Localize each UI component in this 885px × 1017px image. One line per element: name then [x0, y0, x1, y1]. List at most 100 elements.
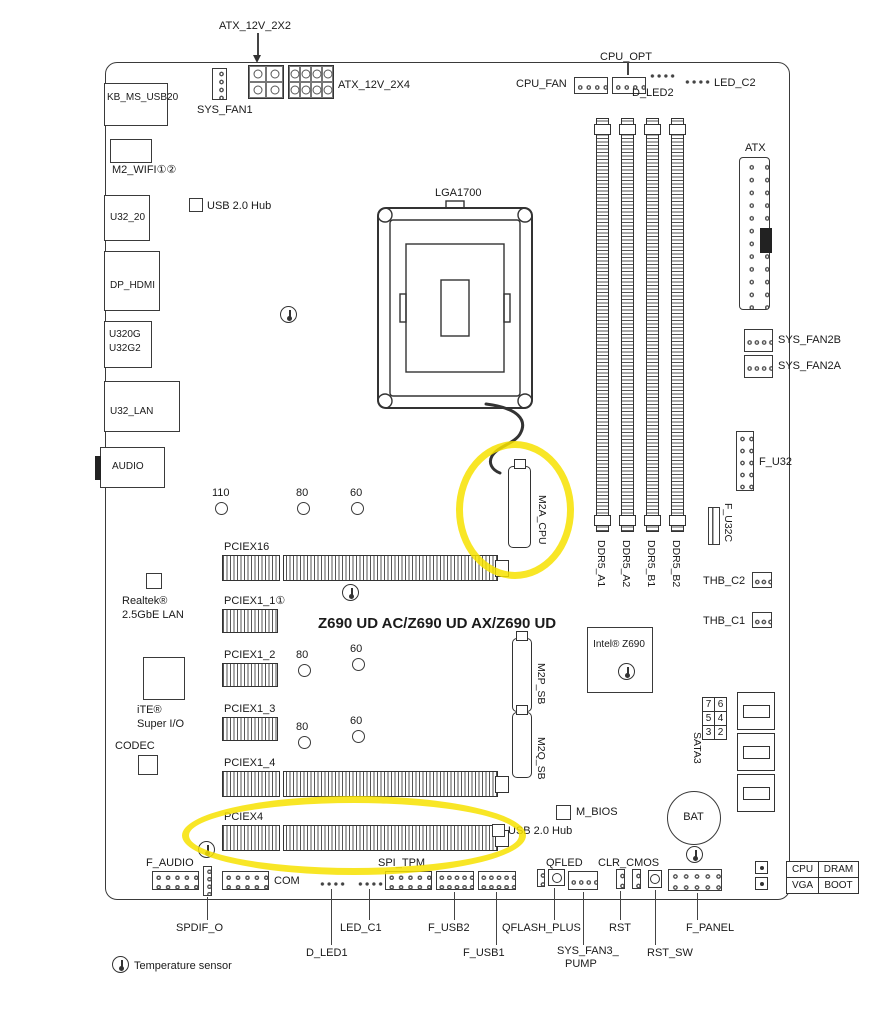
atx-latch: [760, 228, 772, 253]
standoff-110-label: 110: [212, 487, 230, 499]
f-audio-header: [152, 871, 199, 890]
com-label: COM: [274, 875, 300, 887]
pin-cell: [300, 82, 311, 98]
f-u32-label: F_U32: [759, 456, 793, 468]
standoff-hole: [352, 730, 365, 743]
cpu-fan-header: [574, 77, 608, 94]
clr-cmos-label: CLR_CMOS: [598, 857, 660, 869]
audio-jack: [95, 456, 101, 480]
rst-sw-button: [648, 870, 662, 888]
board-title: Z690 UD AC/Z690 UD AX/Z690 UD: [318, 615, 557, 632]
atx-label: ATX: [745, 142, 766, 154]
rst-jumper: [616, 869, 625, 889]
sata-num: 5: [702, 711, 715, 726]
leader-line: [257, 33, 259, 56]
chipset: Intel® Z690: [587, 627, 653, 693]
leader-line: [496, 892, 498, 945]
standoff-hole: [297, 502, 310, 515]
sata-port-block: [737, 774, 775, 812]
atx-12v-2x4-connector: [288, 65, 334, 99]
kb-ms-usb20-port: [104, 83, 168, 126]
sys-fan2b-label: SYS_FAN2B: [778, 334, 841, 346]
pciex16-slot: [222, 555, 509, 581]
ite-label-line2: Super I/O: [137, 718, 185, 730]
realtek-lan-chip: [146, 573, 162, 589]
m2q-sb-slot: [512, 712, 532, 778]
leader-line: [655, 890, 657, 945]
u320g-u32g2-port: [104, 321, 152, 368]
cpu-opt-label: CPU_OPT: [600, 51, 652, 63]
usb20-hub-chip: [189, 198, 203, 212]
highlight-pciex4: [182, 796, 526, 875]
sys-fan1-header: [212, 68, 227, 100]
f-panel-label: F_PANEL: [686, 922, 735, 934]
standoff-60-label: 60: [350, 643, 363, 655]
standoff-hole: [298, 664, 311, 677]
temperature-sensor-icon: [280, 306, 297, 323]
thb-c1-header: [752, 612, 772, 628]
temperature-sensor-icon: [112, 956, 129, 973]
qfled-label: QFLED: [546, 857, 583, 869]
f-usb1-label: F_USB1: [463, 947, 505, 959]
sys-fan1-label: SYS_FAN1: [197, 104, 253, 116]
led-c2-header: [683, 77, 710, 85]
slot-key-notch: [279, 555, 284, 581]
spdif-o-header: [203, 866, 212, 896]
legend-temperature-sensor-label: Temperature sensor: [134, 960, 232, 972]
pin-cell: [322, 66, 333, 82]
u320g-label: U320G: [109, 329, 141, 340]
pciex1-1-label: PCIEX1_1①: [224, 595, 286, 607]
audio-label: AUDIO: [112, 461, 144, 472]
pciex16-label: PCIEX16: [224, 541, 270, 553]
standoff-hole: [215, 502, 228, 515]
leader-line: [207, 897, 209, 920]
atx-12v-2x4-label: ATX_12V_2X4: [338, 79, 410, 91]
d-led2-label: D_LED2: [632, 87, 674, 99]
debug-led: [755, 861, 768, 874]
dp-hdmi-port: [104, 251, 160, 311]
f-usb1-header: [478, 871, 516, 890]
leader-line: [583, 892, 585, 945]
standoff-80-label: 80: [296, 649, 309, 661]
sata-num: 6: [714, 697, 727, 712]
ddr5-a2-slot: [619, 118, 636, 532]
spdif-o-label: SPDIF_O: [176, 922, 224, 934]
sata-num: 7: [702, 697, 715, 712]
debug-led: [755, 877, 768, 890]
standoff-80-label: 80: [296, 721, 309, 733]
debug-led-cell: DRAM: [818, 861, 859, 878]
m2p-sb-slot: [512, 638, 532, 712]
u32g2-label: U32G2: [109, 343, 141, 354]
codec-chip: [138, 755, 158, 775]
battery-label: BAT: [683, 811, 704, 823]
realtek-label-line1: Realtek®: [122, 595, 168, 607]
pin-cell: [249, 82, 266, 98]
sys-fan3-pump-header: [568, 871, 598, 890]
d-led1-label: D_LED1: [306, 947, 348, 959]
sys-fan2a-label: SYS_FAN2A: [778, 360, 841, 372]
leader-line: [454, 892, 456, 920]
leader-line: [554, 888, 556, 920]
standoff-60-label: 60: [350, 715, 363, 727]
d-led2-header: [648, 71, 675, 79]
m2-wifi-port: [110, 139, 152, 163]
debug-led-cell: BOOT: [818, 877, 859, 894]
pin-cell: [289, 66, 300, 82]
leader-line: [369, 889, 371, 920]
u32-20-port: [104, 195, 150, 241]
d-led1-header: [318, 879, 345, 887]
pciex1-4-slot: [222, 771, 509, 797]
standoff-60-label: 60: [350, 487, 363, 499]
m2-wifi-label: M2_WIFI①②: [112, 164, 177, 176]
dp-hdmi-label: DP_HDMI: [110, 280, 156, 291]
battery: BAT: [667, 791, 721, 845]
sata-num: 4: [714, 711, 727, 726]
usb20-hub-label: USB 2.0 Hub: [207, 200, 272, 212]
codec-label: CODEC: [115, 740, 155, 752]
sata-port-block: [737, 692, 775, 730]
pin-cell: [266, 66, 283, 82]
f-u32c-label: F_U32C: [722, 503, 734, 543]
chipset-label: Intel® Z690: [593, 639, 645, 650]
pciex1-2-slot: [222, 663, 278, 687]
m2p-sb-label: M2P_SB: [535, 663, 547, 705]
